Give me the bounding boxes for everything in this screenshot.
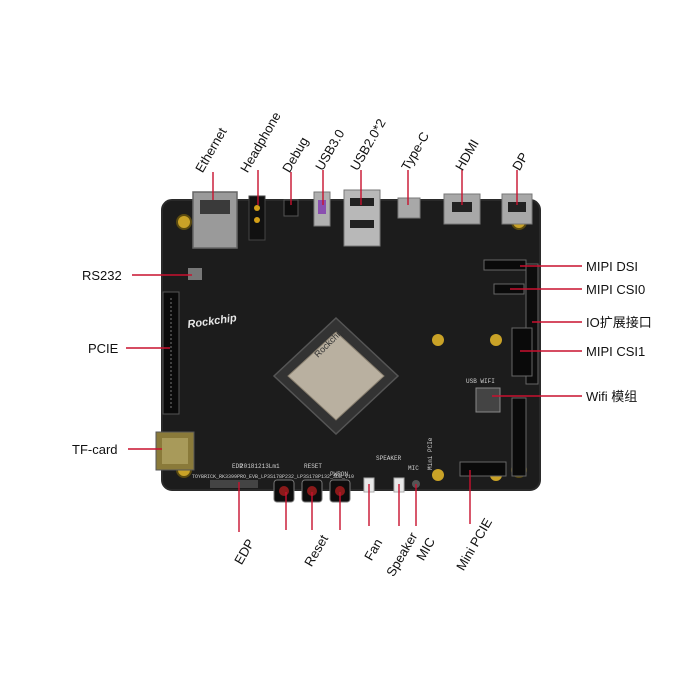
rs232-connector <box>188 268 202 280</box>
label-rs232: RS232 <box>82 268 122 283</box>
label-wifi-module: Wifi 模组 <box>586 389 638 404</box>
mini-pcie-slot <box>459 461 507 477</box>
leader-lines <box>126 170 582 532</box>
label-mipi-csi1: MIPI CSI1 <box>586 344 646 359</box>
top-connectors <box>192 189 533 249</box>
wifi-module <box>475 387 501 413</box>
edp-silk: EDP <box>232 463 243 470</box>
pwron-silk: PWRON <box>330 471 348 478</box>
speaker-silk: SPEAKER <box>376 455 402 462</box>
mipi-csi1-connector <box>511 327 533 377</box>
pcie-slot <box>162 291 180 415</box>
reset-silk: RESET <box>304 463 322 470</box>
mini-pcie-silk: Mini PCIe <box>427 437 434 470</box>
board-code: 20181213Lm1 <box>240 463 280 470</box>
board-name: TOYBRICK_RK3399PRO_EVB_LP3S178P232_LP3S1… <box>192 474 354 480</box>
label-tfcard: TF-card <box>72 442 118 457</box>
usb-wifi-silk: USB WIFI <box>466 378 495 385</box>
type-c-port <box>397 197 421 219</box>
right-connectors <box>459 259 539 477</box>
label-mipi-csi0: MIPI CSI0 <box>586 282 646 297</box>
mipi-dsi-connector <box>483 259 527 271</box>
label-mipi-dsi: MIPI DSI <box>586 259 639 274</box>
edp-connector <box>210 480 258 488</box>
label-pcie: PCIE <box>88 341 119 356</box>
left-connectors <box>155 268 202 471</box>
label-io-expansion: IO扩展接口 <box>586 315 652 330</box>
mic-silk: MIC <box>408 465 419 472</box>
